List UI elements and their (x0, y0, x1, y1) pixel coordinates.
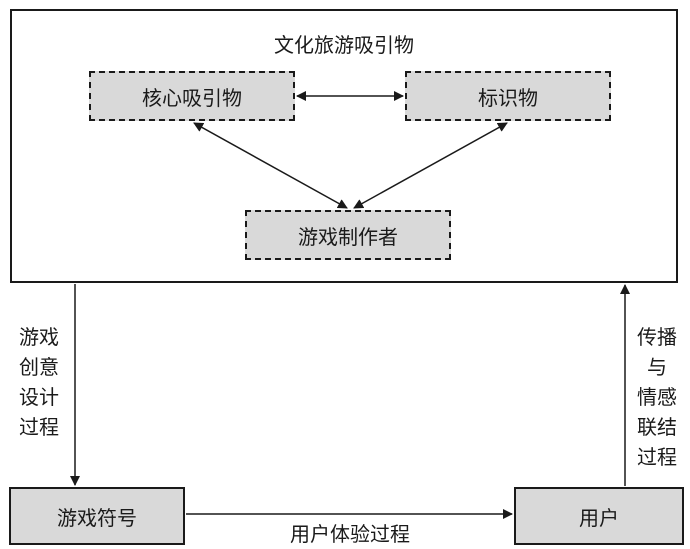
node-core-attraction-label: 核心吸引物 (142, 85, 242, 110)
node-game-maker: 游戏制作者 (245, 210, 451, 260)
box-game-symbol: 游戏符号 (9, 487, 185, 545)
container-title: 文化旅游吸引物 (274, 33, 414, 57)
node-landmark: 标识物 (405, 71, 611, 121)
box-user-label: 用户 (579, 505, 619, 530)
node-core-attraction: 核心吸引物 (89, 71, 295, 121)
node-landmark-label: 标识物 (478, 85, 538, 110)
box-game-symbol-label: 游戏符号 (57, 505, 137, 530)
node-game-maker-label: 游戏制作者 (298, 224, 398, 249)
edge-label-design-process: 游戏 创意 设计 过程 (19, 325, 59, 439)
edge-label-spread-process: 传播 与 情感 联结 过程 (637, 325, 677, 469)
box-user: 用户 (514, 487, 684, 545)
edge-label-experience-process: 用户体验过程 (290, 522, 410, 546)
